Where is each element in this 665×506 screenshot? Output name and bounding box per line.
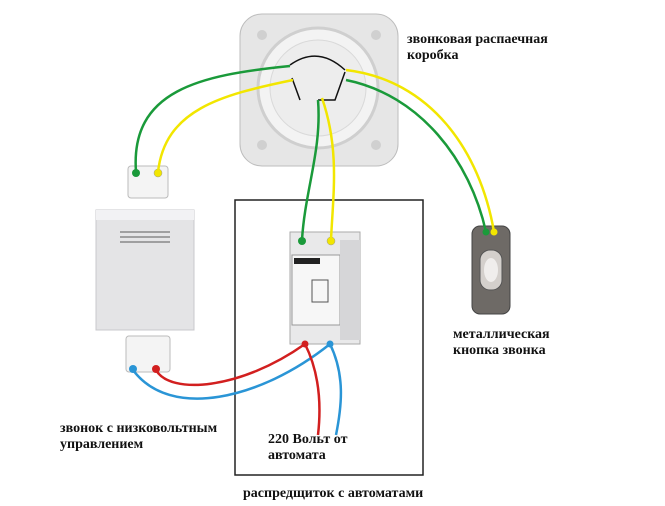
bell-label-line1: звонок с низковольтным — [60, 421, 218, 436]
junction-box-label-line1: звонковая распаечная — [407, 32, 548, 47]
voltage-label-line2: автомата — [268, 448, 326, 463]
panel-label: распредщиток с автоматами — [243, 486, 424, 501]
low-voltage-bell — [95, 209, 195, 331]
button-label: металлическая кнопка звонка — [453, 327, 550, 359]
red-wire-mains — [303, 343, 321, 436]
red-wire-bell-transformer — [154, 342, 306, 387]
green-wire-transformer — [300, 99, 320, 241]
yellow-wire-bell — [156, 78, 294, 173]
bell-push-button — [471, 225, 511, 315]
green-wire-button — [345, 78, 488, 233]
button-label-line2: кнопка звонка — [453, 343, 546, 358]
bell-label-line2: управлением — [60, 437, 144, 452]
bell-label: звонок с низковольтным управлением — [60, 421, 217, 453]
bell-bottom-terminal — [125, 335, 171, 373]
blue-wire-mains — [328, 343, 343, 436]
bell-top-terminal — [127, 165, 169, 199]
yellow-wire-transformer — [320, 97, 336, 241]
button-label-line1: металлическая — [453, 327, 550, 342]
junction-box-label: звонковая распаечная коробка — [407, 32, 548, 64]
green-wire-bell — [134, 64, 291, 173]
junction-box-label-line2: коробка — [407, 48, 459, 63]
blue-wire-bell-transformer — [131, 343, 331, 400]
bell-transformer — [289, 231, 361, 348]
yellow-wire-button — [345, 68, 496, 233]
voltage-label-line1: 220 Вольт от — [268, 432, 348, 447]
voltage-label: 220 Вольт от автомата — [268, 432, 347, 464]
distribution-panel-frame — [234, 199, 424, 476]
junction-box — [239, 13, 399, 167]
